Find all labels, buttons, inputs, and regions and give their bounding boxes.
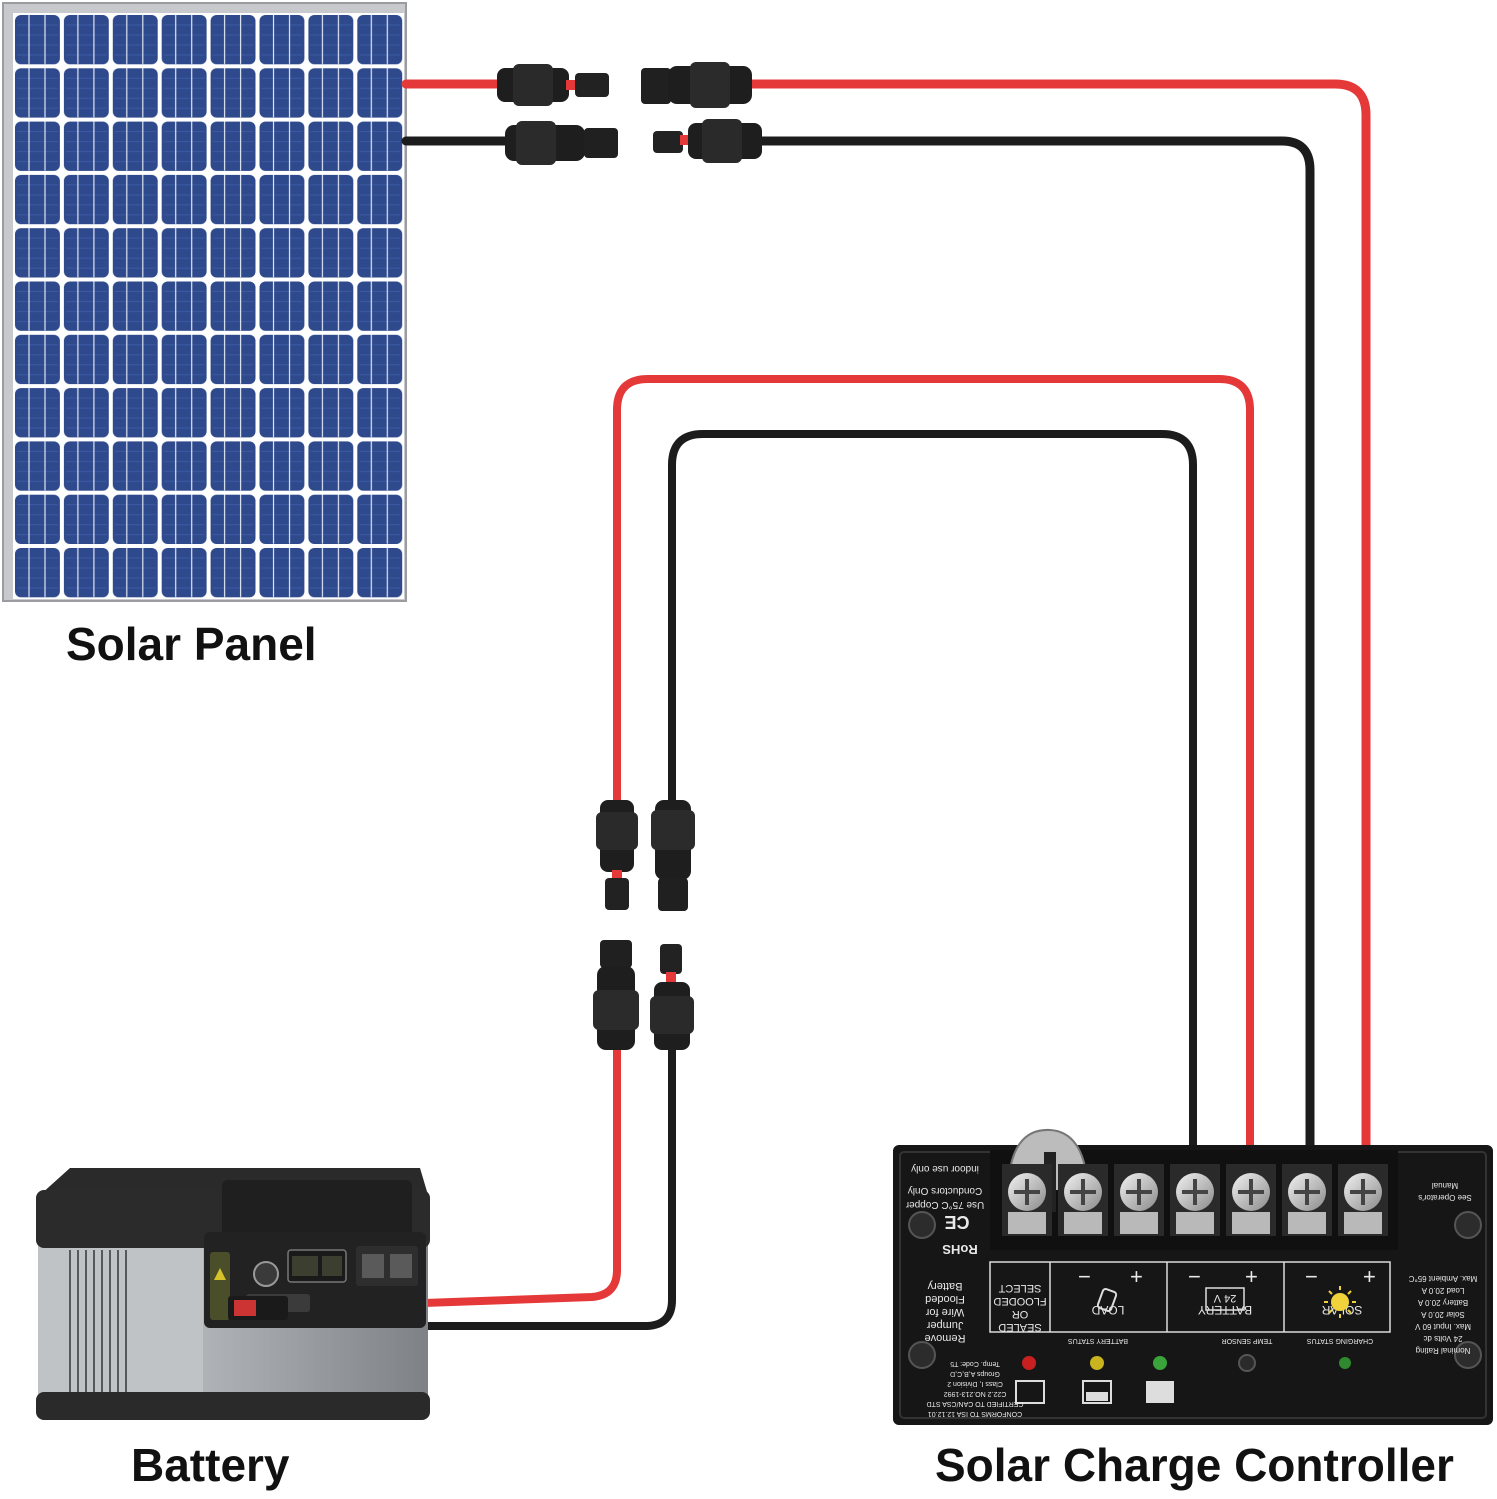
svg-text:24 V: 24 V <box>1213 1292 1236 1304</box>
svg-text:Flooded: Flooded <box>925 1293 965 1305</box>
svg-text:C22.2 NO.213-1992: C22.2 NO.213-1992 <box>944 1390 1007 1397</box>
mc4-connector-controller-positive-female <box>641 62 752 108</box>
mc4-connector-panel-positive-male <box>497 64 609 106</box>
svg-text:Max. Input 60 V: Max. Input 60 V <box>1414 1322 1471 1331</box>
mc4-connector-battery-upper-female <box>651 800 695 911</box>
solar-plus: + <box>1363 1264 1376 1289</box>
battery-voltage-badge: 24 V <box>1205 1287 1245 1311</box>
solar-panel <box>2 2 407 602</box>
svg-text:SEALED: SEALED <box>998 1321 1041 1333</box>
svg-text:indoor use only: indoor use only <box>911 1163 979 1174</box>
svg-text:Nominal Rating: Nominal Rating <box>1416 1346 1471 1355</box>
charge-controller: LOAD BATTERY SOLAR − + − + − + 24 V <box>893 1128 1493 1425</box>
svg-text:Groups A,B,C,D: Groups A,B,C,D <box>950 1370 1000 1377</box>
svg-text:Battery: Battery <box>927 1280 962 1292</box>
solar-minus: − <box>1305 1264 1318 1289</box>
svg-text:Class I, Division 2: Class I, Division 2 <box>947 1380 1003 1387</box>
svg-text:Conductors Only: Conductors Only <box>908 1185 982 1196</box>
mc4-connector-battery-lower-female <box>593 940 639 1050</box>
led-red <box>1022 1356 1036 1370</box>
svg-text:SELECT: SELECT <box>998 1282 1041 1294</box>
svg-text:Battery 20.0 A: Battery 20.0 A <box>1417 1298 1468 1307</box>
battery-plus: + <box>1245 1264 1258 1289</box>
load-plus: + <box>1130 1264 1143 1289</box>
svg-text:24 Volts dc: 24 Volts dc <box>1423 1334 1462 1343</box>
svg-text:FLOODED: FLOODED <box>993 1295 1046 1307</box>
svg-text:CERTIFIED TO CAN/CSA STD: CERTIFIED TO CAN/CSA STD <box>927 1400 1024 1407</box>
led-green <box>1153 1356 1167 1370</box>
svg-text:TEMP SENSOR: TEMP SENSOR <box>1222 1337 1273 1344</box>
bulb-icon <box>1096 1288 1118 1312</box>
certification-block: CONFORMS TO ISA 12.12.01 CERTIFIED TO CA… <box>927 1360 1024 1417</box>
battery-caption: Battery <box>131 1439 290 1491</box>
svg-text:See Operator's: See Operator's <box>1418 1193 1472 1202</box>
battery-unit <box>36 1168 430 1420</box>
svg-text:Solar 20.0 A: Solar 20.0 A <box>1421 1310 1465 1319</box>
svg-text:Remove: Remove <box>925 1332 966 1344</box>
temp-sensor-port <box>1238 1354 1256 1372</box>
battery-minus: − <box>1188 1264 1201 1289</box>
svg-text:CONFORMS TO ISA 12.12.01: CONFORMS TO ISA 12.12.01 <box>928 1410 1022 1417</box>
rating-block: Nominal Rating 24 Volts dc Max. Input 60… <box>1408 1274 1477 1355</box>
controller-caption: Solar Charge Controller <box>935 1439 1454 1491</box>
svg-text:Use 75°C Copper: Use 75°C Copper <box>905 1199 984 1210</box>
svg-text:Wire for: Wire for <box>925 1306 964 1318</box>
solar-panel-caption: Solar Panel <box>66 618 317 670</box>
load-minus: − <box>1078 1264 1091 1289</box>
mc4-connector-controller-negative-male <box>653 119 762 163</box>
mc4-connector-battery-lower-male <box>650 944 694 1050</box>
panel-output-wires <box>401 79 1371 1177</box>
svg-text:Jumper: Jumper <box>926 1319 963 1331</box>
sun-icon <box>1324 1286 1356 1318</box>
svg-text:Max. Ambient 65°C: Max. Ambient 65°C <box>1408 1274 1477 1283</box>
svg-text:OR: OR <box>1012 1308 1029 1320</box>
led-yellow <box>1090 1356 1104 1370</box>
ce-mark: CE <box>944 1212 969 1232</box>
svg-text:BATTERY STATUS: BATTERY STATUS <box>1068 1337 1128 1344</box>
svg-text:Temp. Code: T5: Temp. Code: T5 <box>950 1360 1000 1367</box>
mc4-connector-battery-upper-male <box>596 800 638 910</box>
terminal-screws <box>1002 1164 1388 1236</box>
svg-text:CHARGING STATUS: CHARGING STATUS <box>1307 1337 1374 1344</box>
svg-text:Manual: Manual <box>1432 1181 1458 1190</box>
rohs-mark: RoHS <box>942 1242 978 1257</box>
led-charging <box>1339 1357 1351 1369</box>
svg-text:Load 20.0 A: Load 20.0 A <box>1421 1286 1464 1295</box>
mc4-connector-panel-negative-female <box>505 121 618 165</box>
